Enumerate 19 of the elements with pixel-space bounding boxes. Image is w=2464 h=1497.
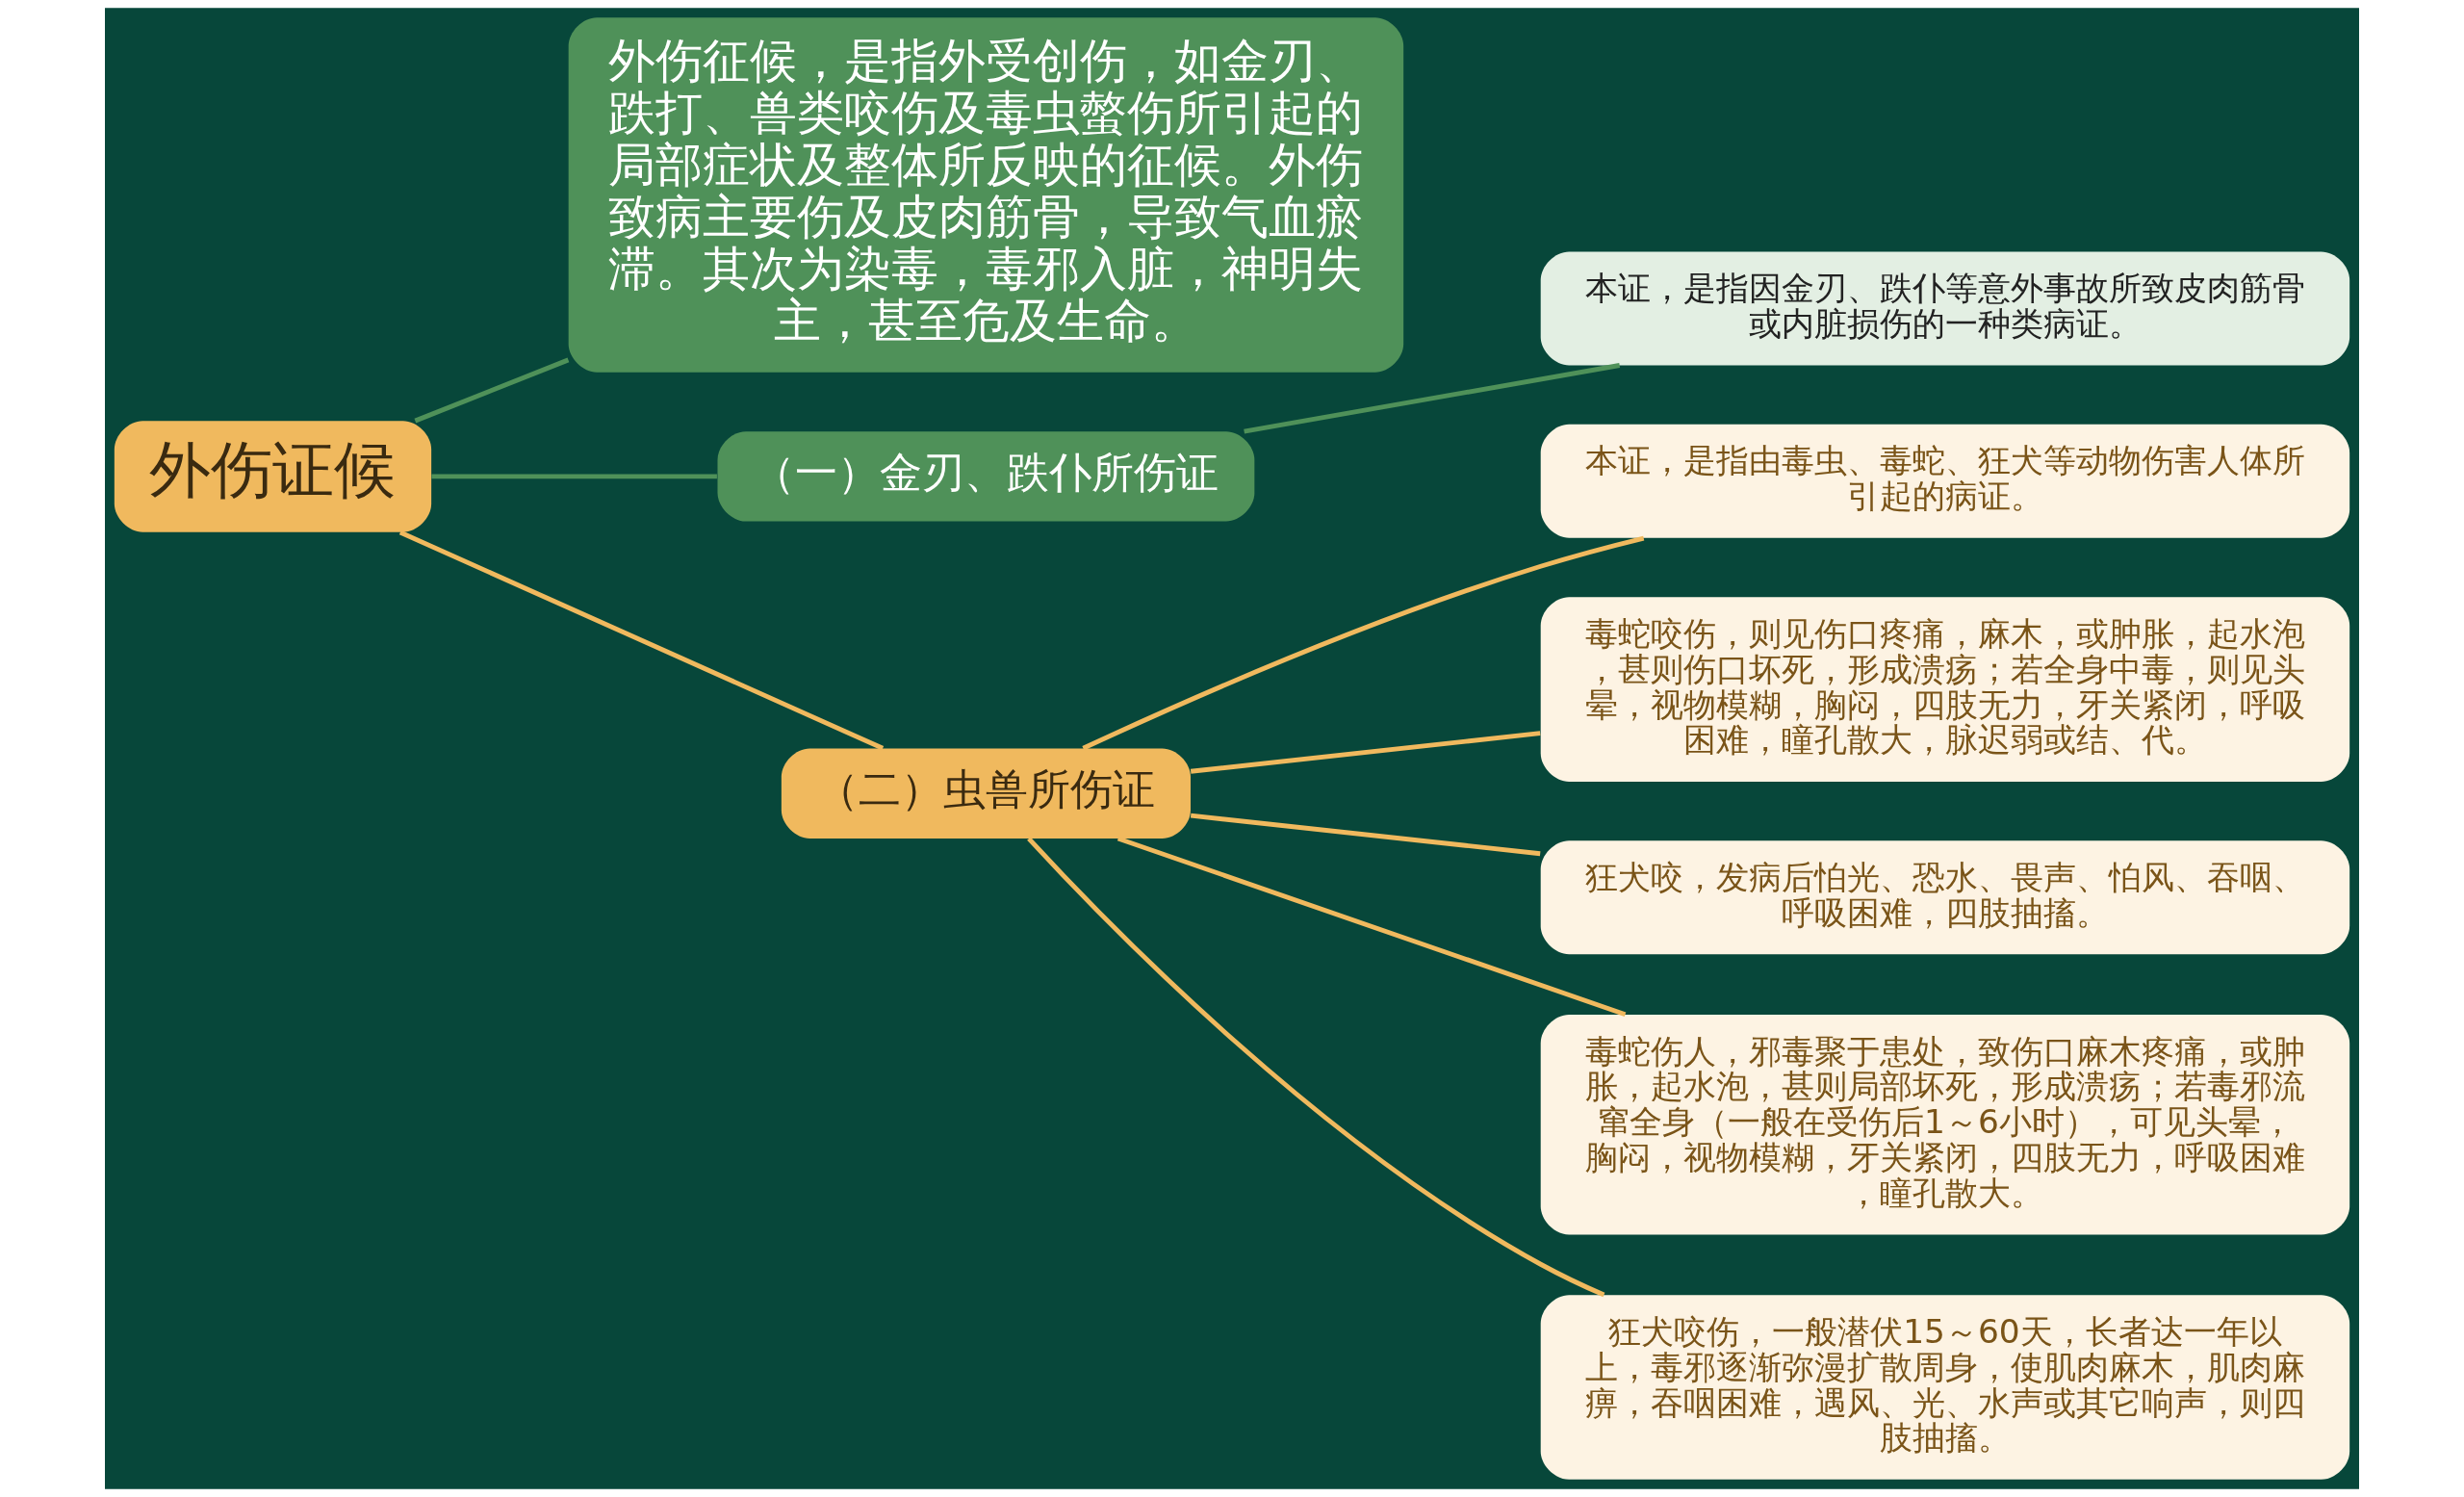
node-box: 狂犬咬伤，一般潜伏15～60天，长者达一年以上，毒邪逐渐弥漫扩散周身，使肌肉麻木，肌肉麻痹，吞咽困难，遇风、光、水声或其它响声，则四肢抽搐。 xyxy=(1540,1295,2350,1480)
connector xyxy=(1190,813,1541,857)
connector xyxy=(431,474,717,479)
connector xyxy=(1244,363,1621,434)
node-box: 外伤证候 xyxy=(114,421,432,532)
node-box: 毒蛇咬伤，则见伤口疼痛，麻木，或肿胀，起水泡，甚则伤口坏死，形成溃疡；若全身中毒，则见头晕，视物模糊，胸闷，四肢无力，牙关紧闭，呼吸困难，瞳孔散大，脉迟弱或结、代。 xyxy=(1540,597,2350,782)
connector xyxy=(1116,836,1627,1018)
node-box: 毒蛇伤人，邪毒聚于患处，致伤口麻木疼痛，或肿胀，起水泡，甚则局部坏死，形成溃疡；若毒邪流窜全身（一般在受伤后1～6小时），可见头晕，胸闷，视物模糊，牙关紧闭，四肢无力，呼吸困难，瞳孔散大。 xyxy=(1540,1014,2350,1235)
node-box: 外伤征候，是指外受创伤，如金刃、跌打、兽类咬伤及毒虫螫伤所引起的局部症状及整体所反映的征候。外伤致病主要伤及皮肉筋骨，导致气血瘀滞。其次为染毒，毒邪入脏，神明失主，甚至危及生命。 xyxy=(568,17,1404,373)
node-box: 狂犬咬，发病后怕光、恐水、畏声、怕风、吞咽、呼吸困难，四肢抽搐。 xyxy=(1540,840,2350,955)
connector xyxy=(1082,535,1645,751)
node-box: 本证，是指因金刃、跌仆等意外事故所致皮肉筋骨或内脏损伤的一种类病证。 xyxy=(1540,251,2350,366)
connector xyxy=(1027,837,1605,1298)
connector xyxy=(398,529,885,751)
connector xyxy=(1190,731,1541,774)
node-box: （二）虫兽所伤证 xyxy=(781,748,1191,839)
connector xyxy=(414,357,570,424)
node-box: 本证，是指由毒虫、毒蛇、狂犬等动物伤害人体所引起的病证。 xyxy=(1540,424,2350,538)
node-box: （一）金刃、跌仆所伤证 xyxy=(717,431,1255,522)
